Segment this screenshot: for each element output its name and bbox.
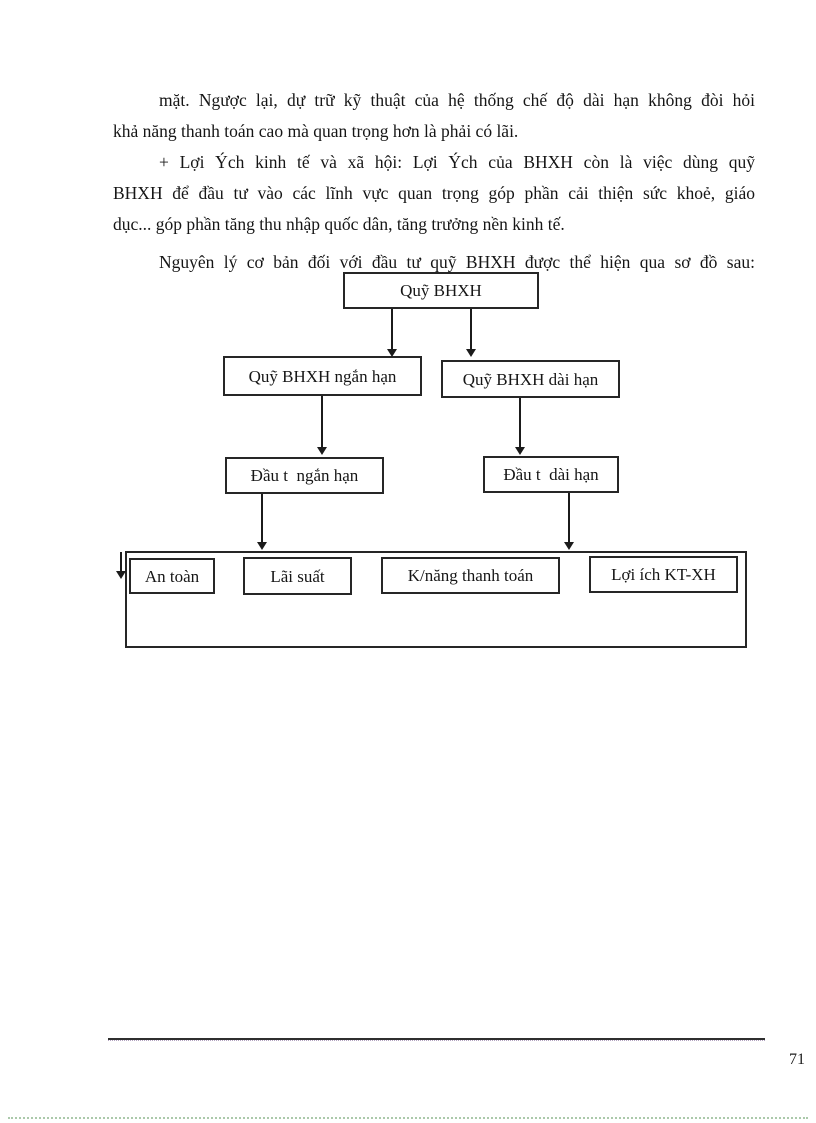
page-bottom-dotted-line — [8, 1117, 808, 1119]
box-criteria-container — [125, 551, 747, 648]
paragraph-line: Nguyên lý cơ bản đối với đầu tư quỹ BHXH… — [159, 252, 755, 272]
arrow-down-connector — [317, 396, 327, 455]
paragraph-line: + Lợi Ých kinh tế và xã hội: Lợi Ých của… — [159, 152, 755, 172]
footer-separator-line — [108, 1038, 765, 1041]
paragraph-line: khả năng thanh toán cao mà quan trọng hơ… — [113, 121, 519, 141]
paragraph-line: mặt. Ngược lại, dự trữ kỹ thuật của hệ t… — [159, 90, 755, 110]
box-dau-tu-ngan-han: Đầu t ngắn hạn — [225, 457, 384, 494]
box-quy-bhxh-dai-han: Quỹ BHXH dài hạn — [441, 360, 620, 398]
paragraph-line: dục... góp phần tăng thu nhập quốc dân, … — [113, 214, 565, 234]
box-dau-tu-dai-han: Đầu t dài hạn — [483, 456, 619, 493]
page-number: 71 — [789, 1051, 805, 1068]
box-lai-suat: Lãi suất — [243, 557, 352, 595]
bhxh-fund-flowchart: Quỹ BHXH Quỹ BHXH ngắn hạn Quỹ BHXH dài … — [116, 272, 747, 648]
box-quy-bhxh-ngan-han: Quỹ BHXH ngắn hạn — [223, 356, 422, 396]
box-an-toan: An toàn — [129, 558, 215, 594]
body-text: mặt. Ngược lại, dự trữ kỹ thuật của hệ t… — [113, 85, 755, 278]
arrow-down-connector — [387, 309, 397, 357]
arrow-down-connector — [564, 493, 574, 550]
arrow-down-connector — [515, 398, 525, 455]
arrow-down-connector — [466, 309, 476, 357]
box-quy-bhxh: Quỹ BHXH — [343, 272, 539, 309]
box-loi-ich-kt-xh: Lợi ích KT-XH — [589, 556, 738, 593]
arrow-down-connector — [257, 494, 267, 550]
arrow-down-connector-small — [116, 552, 126, 579]
box-kha-nang-thanh-toan: K/năng thanh toán — [381, 557, 560, 594]
paragraph-line: BHXH để đầu tư vào các lĩnh vực quan trọ… — [113, 183, 755, 203]
